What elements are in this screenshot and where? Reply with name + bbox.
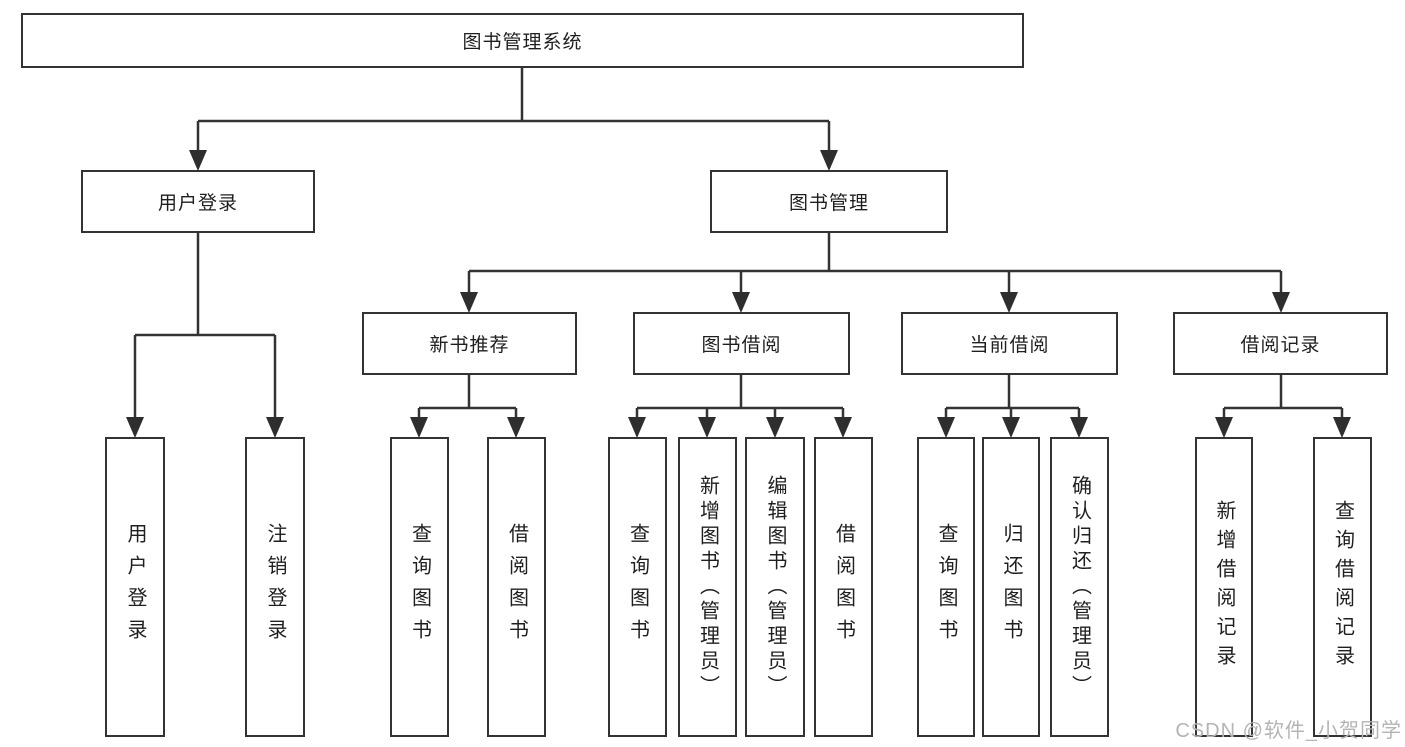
- node-user-login-label: 用户登录: [157, 193, 238, 214]
- leaf-borrow-books: 借阅图书: [814, 437, 873, 737]
- section-label: 当前借阅: [969, 335, 1050, 356]
- watermark: CSDN @软件_小贺同学: [1175, 720, 1402, 742]
- leaf-label: 新增借阅记录: [1213, 500, 1235, 674]
- leaf-query-borrow-record: 查询借阅记录: [1313, 437, 1372, 737]
- leaf-label: 查询图书: [626, 523, 649, 651]
- arrowhead-icons: [126, 150, 1351, 438]
- section-label: 借阅记录: [1240, 335, 1321, 356]
- leaf-label: 归还图书: [1000, 523, 1022, 651]
- leaf-label: 查询图书: [408, 523, 431, 651]
- node-root-label: 图书管理系统: [462, 32, 583, 53]
- node-root: 图书管理系统: [21, 13, 1024, 68]
- leaf-query-books: 查询图书: [390, 437, 449, 737]
- leaf-add-borrow-record: 新增借阅记录: [1195, 437, 1253, 737]
- node-book-management-label: 图书管理: [788, 193, 869, 214]
- node-current-borrowing: 当前借阅: [901, 312, 1118, 375]
- node-book-borrowing: 图书借阅: [633, 312, 850, 375]
- node-user-login: 用户登录: [81, 170, 315, 233]
- node-book-management: 图书管理: [710, 170, 948, 233]
- leaf-label: 用户登录: [124, 523, 146, 651]
- leaf-logout-login: 注销登录: [245, 437, 305, 737]
- leaf-query-books: 查询图书: [608, 437, 667, 737]
- leaf-borrow-books: 借阅图书: [487, 437, 546, 737]
- connector-lines: [133, 68, 1344, 418]
- section-label: 图书借阅: [701, 335, 782, 356]
- leaf-user-login: 用户登录: [105, 437, 165, 737]
- leaf-label: 编辑图书（管理员）: [764, 474, 786, 700]
- section-label: 新书推荐: [429, 335, 510, 356]
- leaf-return-books: 归还图书: [982, 437, 1040, 737]
- leaf-label: 借阅图书: [832, 523, 855, 651]
- node-new-book-recommendation: 新书推荐: [362, 312, 577, 375]
- leaf-add-book-admin: 新增图书（管理员）: [678, 437, 737, 737]
- node-borrowing-records: 借阅记录: [1173, 312, 1388, 375]
- leaf-edit-book-admin: 编辑图书（管理员）: [745, 437, 805, 737]
- leaf-query-books: 查询图书: [917, 437, 975, 737]
- leaf-label: 确认归还（管理员）: [1068, 474, 1091, 700]
- leaf-label: 查询图书: [935, 523, 957, 651]
- leaf-label: 借阅图书: [505, 523, 528, 651]
- leaf-label: 新增图书（管理员）: [696, 474, 719, 700]
- leaf-label: 查询借阅记录: [1331, 500, 1354, 674]
- leaf-label: 注销登录: [264, 523, 286, 651]
- leaf-confirm-return-admin: 确认归还（管理员）: [1050, 437, 1109, 737]
